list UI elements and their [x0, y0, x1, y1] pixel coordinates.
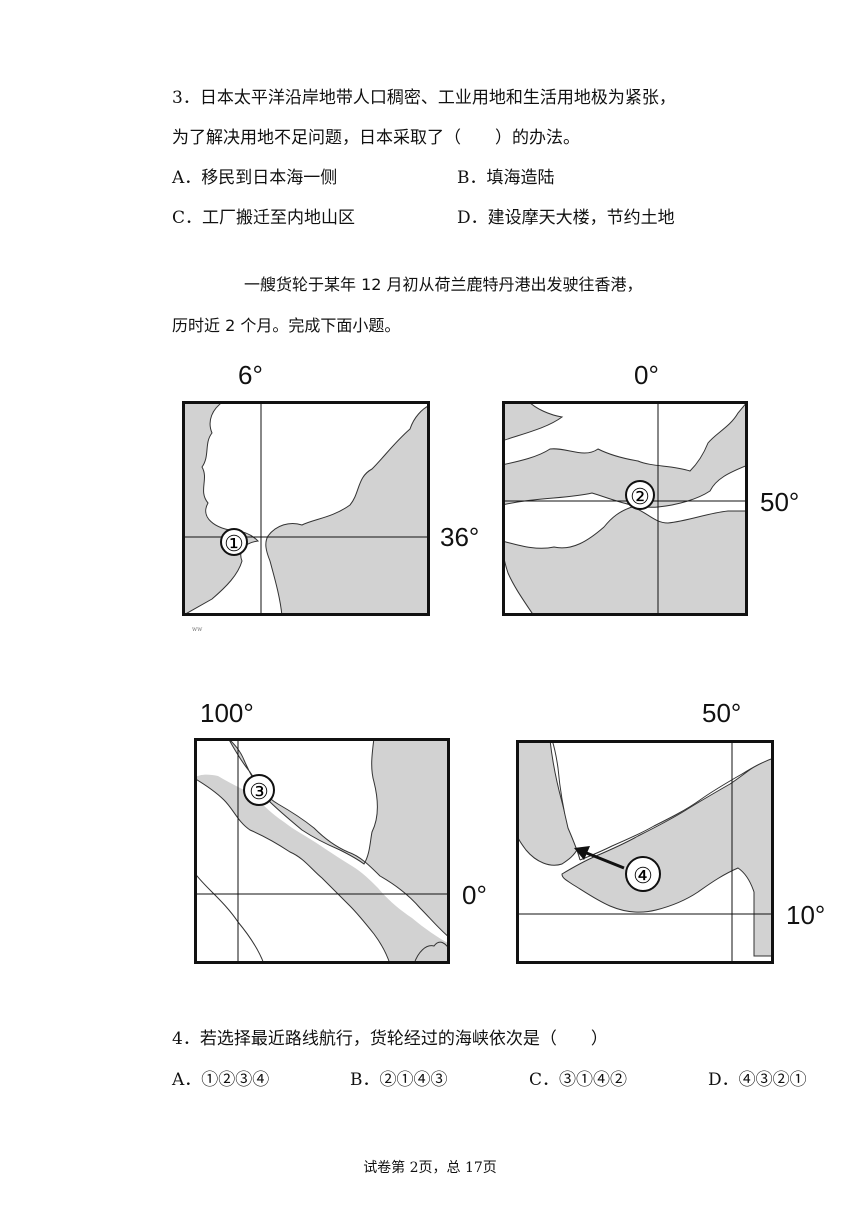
map4-bab-el-mandeb: ④ — [516, 740, 774, 964]
q4-stem: 4．若选择最近路线航行，货轮经过的海峡依次是（ ） — [172, 1029, 608, 1049]
map1-marker: ① — [224, 531, 244, 556]
q3-stem-line2: 为了解决用地不足问题，日本采取了（ ）的办法。 — [172, 128, 580, 148]
page-footer: 试卷第 2页，总 17页 — [363, 1160, 497, 1176]
map4-latitude-label: 10° — [786, 900, 826, 930]
map3-longitude-label: 100° — [200, 698, 254, 728]
passage-line1: 一艘货轮于某年 12 月初从荷兰鹿特丹港出发驶往香港， — [244, 275, 643, 294]
q4-option-a: A．①②③④ — [172, 1070, 270, 1090]
map1-gibraltar: ① — [182, 401, 430, 616]
q4-option-b: B．②①④③ — [350, 1070, 448, 1090]
map4-marker: ④ — [633, 863, 653, 888]
q3-option-c: C．工厂搬迁至内地山区 — [172, 208, 356, 228]
map4-longitude-label: 50° — [702, 698, 742, 728]
q4-option-c: C．③①④② — [529, 1070, 628, 1090]
q4-option-d: D．④③②① — [708, 1070, 807, 1090]
map1-latitude-label: 36° — [440, 522, 480, 552]
map1-faint-mark: ww — [192, 626, 203, 633]
map2-marker: ② — [630, 484, 650, 509]
q3-option-b: B．填海造陆 — [457, 168, 555, 188]
map1-longitude-label: 6° — [238, 360, 263, 390]
map3-latitude-label: 0° — [462, 880, 487, 910]
map3-malacca: ③ — [194, 738, 450, 964]
map3-marker: ③ — [249, 779, 269, 804]
q3-option-d: D．建设摩天大楼，节约土地 — [457, 208, 675, 228]
map2-longitude-label: 0° — [634, 360, 659, 390]
map2-dover: ② — [502, 401, 748, 616]
passage-line2: 历时近 2 个月。完成下面小题。 — [172, 316, 401, 335]
map2-latitude-label: 50° — [760, 487, 800, 517]
q3-option-a: A．移民到日本海一侧 — [172, 168, 338, 188]
q3-stem-line1: 3．日本太平洋沿岸地带人口稠密、工业用地和生活用地极为紧张， — [172, 88, 676, 108]
